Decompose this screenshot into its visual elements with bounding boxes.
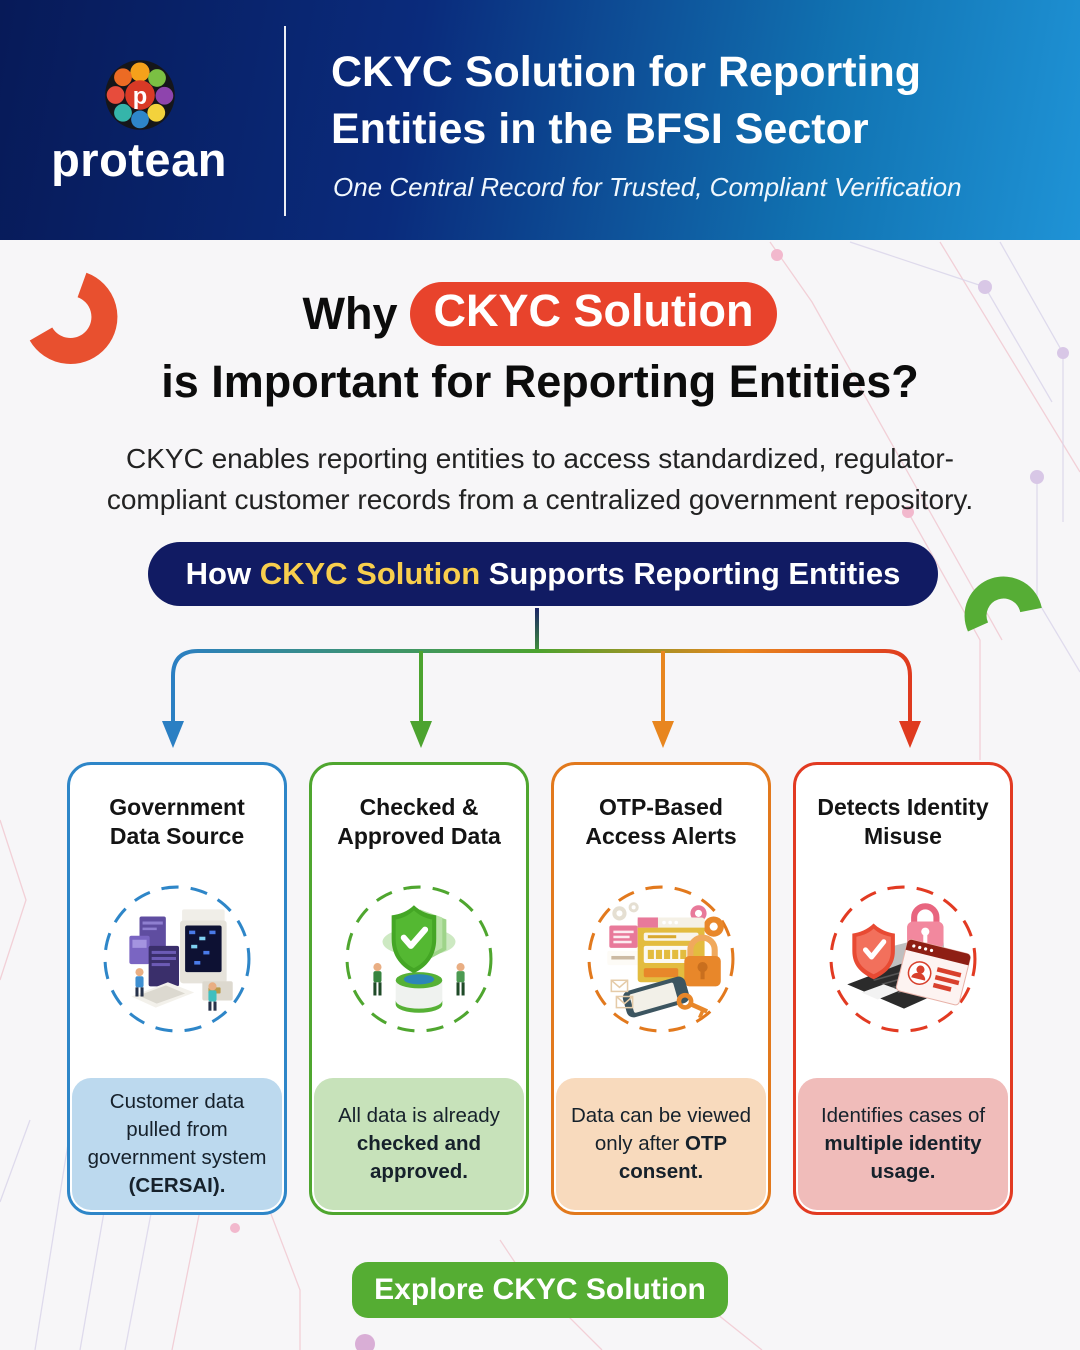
card-description-box: All data is already checked and approved… [314,1078,524,1210]
card-description-bold: (CERSAI). [128,1174,226,1197]
card-title-line1: Detects Identity [817,794,989,820]
card-title: Detects Identity Misuse [796,793,1010,851]
banner-prefix: How [185,556,260,591]
why-heading-line2: is Important for Reporting Entities? [161,356,919,407]
card-checked-approved-data: Checked & Approved Data All [309,762,529,1215]
brand-wordmark: protean [51,133,227,186]
explore-ckyc-button[interactable]: Explore CKYC Solution [352,1262,728,1318]
card-title-line1: Checked & [359,794,479,820]
why-heading-highlight-pill: CKYC Solution [409,282,778,346]
page-title: CKYC Solution for Reporting Entities in … [331,44,921,158]
card-description: All data is already [338,1104,500,1127]
banner-suffix: Supports Reporting Entities [480,556,901,591]
protean-logo-icon: p [105,60,175,130]
card-title-line1: Government [109,794,245,820]
svg-text:p: p [133,84,147,110]
approved-shield-icon [345,885,493,1033]
card-otp-access-alerts: OTP-Based Access Alerts [551,762,771,1215]
why-heading-prefix: Why [302,288,398,339]
page-subtitle: One Central Record for Trusted, Complian… [333,172,962,202]
otp-lock-screen-icon [587,885,735,1033]
identity-misuse-laptop-icon [829,885,977,1033]
header-banner: p protean CKYC Solution for Reporting En… [0,0,1080,240]
card-description: Identifies cases of [820,1104,986,1127]
card-title-line2: Misuse [864,823,942,849]
card-description-box: Customer data pulled from government sys… [72,1078,282,1210]
page-title-line1: CKYC Solution for Reporting [331,48,921,96]
card-title-line2: Approved Data [337,823,501,849]
header-divider [284,26,286,216]
card-government-data-source: Government Data Source [67,762,287,1215]
card-title-line1: OTP-Based [599,794,723,820]
card-description-bold: multiple identity usage. [824,1132,982,1183]
red-arc-decoration [29,272,118,364]
card-description-bold: OTP consent. [618,1132,728,1183]
government-data-server-icon [103,885,251,1033]
banner-highlight: CKYC Solution [259,556,481,591]
card-title: Checked & Approved Data [312,793,526,851]
card-description-bold: checked and approved. [356,1132,482,1183]
card-description-box: Identifies cases of multiple identity us… [798,1078,1008,1210]
green-arc-decoration [964,576,1042,632]
card-description: Data can be viewed only after [570,1104,752,1155]
flow-connector-arrows [162,608,921,748]
card-title-line2: Access Alerts [585,823,737,849]
why-heading-line1: Why CKYC Solution [0,282,1080,346]
supports-banner: How CKYC Solution Supports Reporting Ent… [148,542,938,606]
card-description: Customer data pulled from government sys… [87,1090,267,1169]
card-title-line2: Data Source [109,823,245,849]
why-description: CKYC enables reporting entities to acces… [106,443,974,515]
card-detects-identity-misuse: Detects Identity Misuse [793,762,1013,1215]
why-section: Why CKYC Solution is Important for Repor… [0,282,1080,520]
page-title-line2: Entities in the BFSI Sector [331,105,869,153]
card-description-box: Data can be viewed only after OTP consen… [556,1078,766,1210]
card-title: Government Data Source [70,793,284,851]
card-title: OTP-Based Access Alerts [554,793,768,851]
